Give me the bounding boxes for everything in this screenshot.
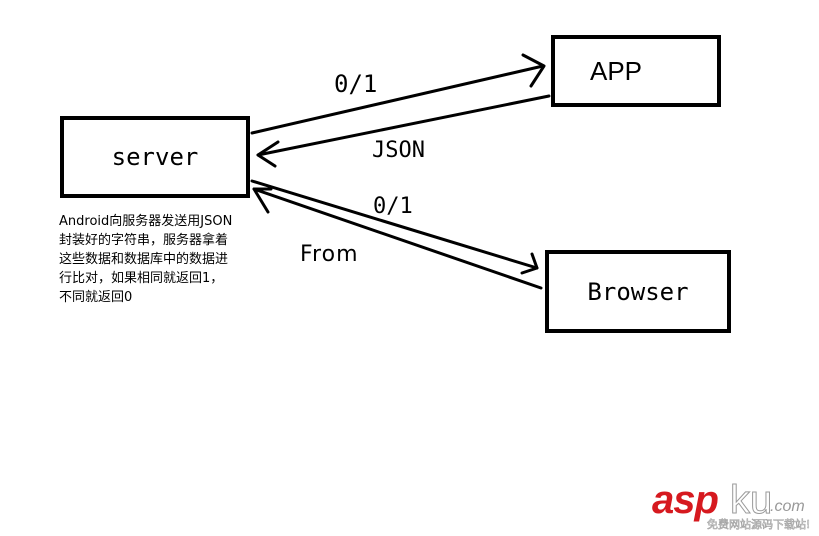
arrowhead-server-bottom (252, 187, 273, 214)
app-label: APP (589, 55, 643, 86)
watermark-logo: asp ku .com 免费网站源码下载站! (652, 478, 817, 534)
note-line: 这些数据和数据库中的数据进 (59, 252, 229, 267)
edge-label-app-to-server: JSON (372, 138, 425, 163)
app-node: APP (551, 35, 721, 107)
arrow-app-to-server (256, 94, 551, 157)
browser-node: Browser (545, 250, 731, 333)
explanation-note: Android向服务器发送用JSON 封装好的字符串，服务器拿着 这些数据和数据… (59, 212, 279, 307)
server-label: server (111, 143, 199, 171)
logo-ku: ku (729, 478, 773, 523)
arrowhead-app (521, 53, 546, 88)
logo-domain: .com (770, 498, 805, 515)
arrowhead-browser (520, 252, 539, 275)
edge-label-browser-to-server: From (300, 242, 359, 267)
server-node: server (60, 116, 250, 198)
note-line: Android向服务器发送用JSON (59, 214, 233, 229)
logo-asp: asp (652, 478, 719, 522)
arrow-browser-to-server (252, 187, 543, 290)
note-line: 行比对，如果相同就返回1， (59, 271, 224, 286)
logo-slogan: 免费网站源码下载站! (707, 518, 811, 532)
edge-label-server-to-app: 0/1 (334, 70, 378, 98)
arrow-server-to-browser (250, 179, 539, 270)
browser-label: Browser (587, 277, 689, 306)
note-line: 封装好的字符串，服务器拿着 (59, 233, 229, 248)
note-line: 不同就返回0 (59, 290, 133, 305)
arrow-server-to-app (250, 64, 545, 135)
edge-label-server-to-browser: 0/1 (373, 194, 413, 219)
arrowhead-server-top (256, 140, 280, 168)
